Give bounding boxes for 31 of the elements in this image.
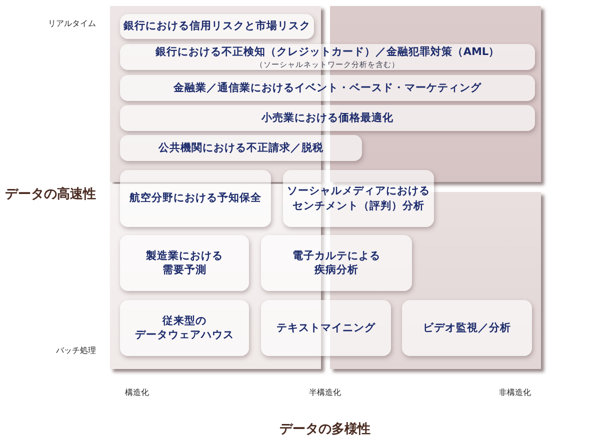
- box-text: テキストマイニング: [276, 320, 376, 336]
- axis-tick-label: リアルタイム: [48, 19, 96, 29]
- axis-tick-label: 構造化: [125, 388, 149, 398]
- use-case-box: [283, 170, 434, 227]
- axis-tick-label: 半構造化: [309, 388, 341, 398]
- use-case-box: [120, 170, 271, 227]
- use-case-box: [120, 300, 249, 356]
- use-case-box: [120, 105, 535, 131]
- box-text: 銀行における不正検知（クレジットカード）／金融犯罪対策（AML）: [155, 45, 500, 60]
- use-case-box: [120, 44, 535, 70]
- box-text: 金融業／通信業におけるイベント・ベースド・マーケティング: [174, 80, 482, 96]
- axis-title: データの高速性: [5, 187, 96, 203]
- box-text: 公共機関における不正請求／脱税: [158, 140, 324, 156]
- box-text: 小売業における価格最適化: [262, 110, 394, 126]
- box-text: ビデオ監視／分析: [423, 320, 511, 336]
- use-case-box: [120, 14, 314, 39]
- axis-tick-label: 非構造化: [499, 388, 531, 398]
- use-case-box: [120, 135, 362, 161]
- use-case-box: [261, 235, 412, 291]
- box-text: 航空分野における予知保全: [130, 191, 262, 206]
- axis-title: データの多様性: [280, 422, 370, 438]
- use-case-box: [120, 235, 249, 291]
- axis-tick-label: バッチ処理: [56, 346, 96, 356]
- box-text: ソーシャルメディアにおけるセンチメント（評判）分析: [287, 184, 430, 213]
- use-case-box: [261, 300, 391, 356]
- use-case-box: [120, 75, 535, 101]
- box-text: 従来型のデータウェアハウス: [135, 314, 234, 342]
- box-text: 製造業における需要予測: [146, 248, 223, 278]
- box-text: 銀行における信用リスクと市場リスク: [124, 19, 310, 34]
- box-text: 電子カルテによる疾病分析: [292, 248, 380, 278]
- use-case-box: [402, 300, 532, 356]
